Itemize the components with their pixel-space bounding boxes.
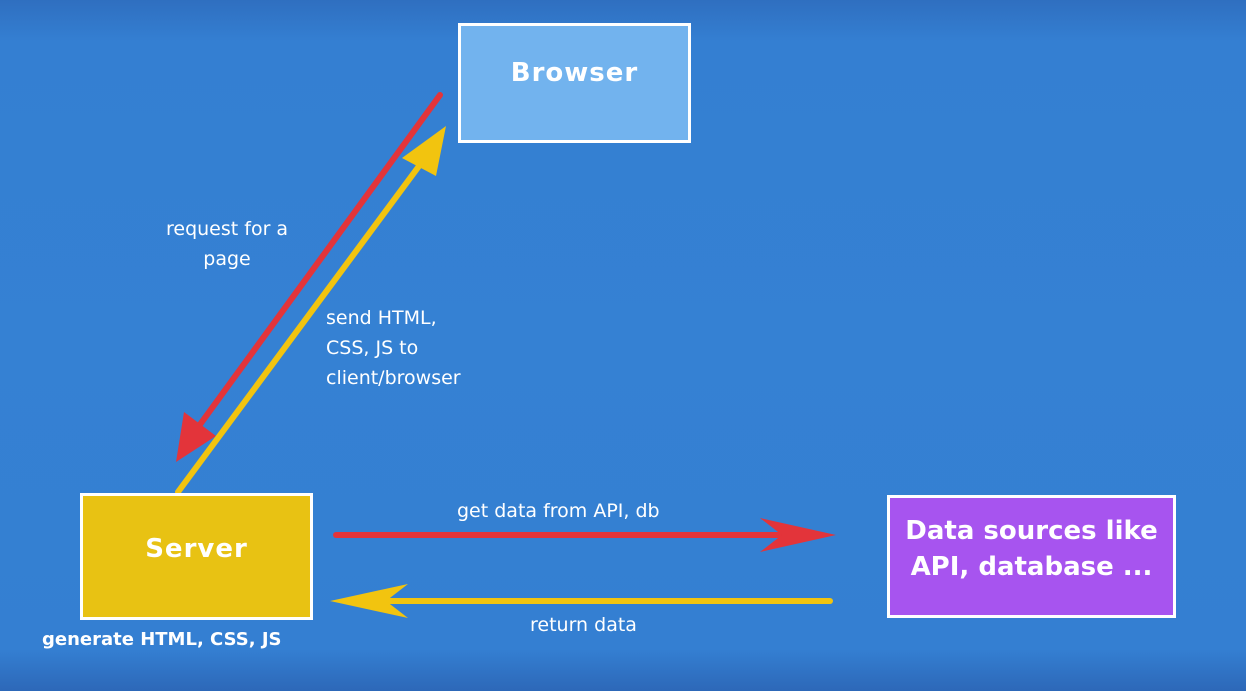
generate-label: generate HTML, CSS, JS — [42, 629, 282, 650]
request-label-line1: request for a — [166, 218, 289, 240]
server-node: Server — [80, 493, 313, 620]
data-sources-label-line1: Data sources like — [905, 515, 1158, 546]
send-label-line2: CSS, JS to — [326, 337, 419, 359]
request-label: request for a page — [166, 214, 288, 274]
request-label-line2: page — [203, 248, 251, 270]
data-sources-node: Data sources like API, database ... — [887, 495, 1176, 618]
send-label-line3: client/browser — [326, 367, 461, 389]
server-label: Server — [145, 533, 248, 564]
get-data-arrow — [333, 518, 836, 552]
send-arrowhead — [402, 126, 446, 176]
data-sources-label-line2: API, database ... — [910, 551, 1153, 582]
send-arrow — [175, 126, 446, 495]
return-data-label: return data — [530, 614, 637, 636]
get-data-arrowhead — [760, 518, 836, 552]
data-sources-label: Data sources like API, database ... — [905, 516, 1157, 589]
get-data-label: get data from API, db — [457, 500, 660, 522]
send-label: send HTML, CSS, JS to client/browser — [326, 303, 461, 393]
send-label-line1: send HTML, — [326, 307, 437, 329]
browser-label: Browser — [510, 58, 639, 88]
return-data-arrowhead — [330, 584, 408, 618]
browser-node: Browser — [458, 23, 691, 143]
request-arrowhead — [176, 412, 216, 462]
return-data-arrow — [330, 584, 833, 618]
request-arrow — [176, 92, 443, 462]
